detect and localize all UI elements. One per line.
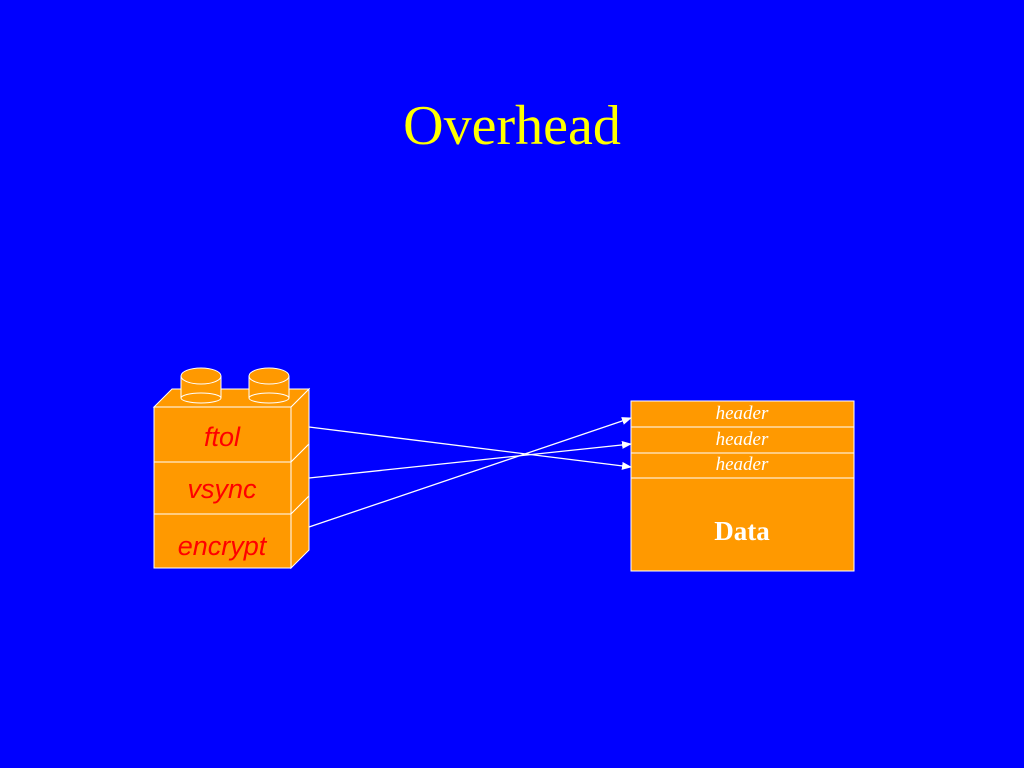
- layer-encrypt-label: encrypt: [178, 531, 268, 561]
- packet-header-1-label: header: [716, 403, 769, 424]
- packet-data-label: Data: [714, 516, 770, 546]
- stack-stud: [181, 368, 221, 403]
- protocol-stack: ftol vsync encrypt: [154, 368, 309, 568]
- layer-vsync-label: vsync: [187, 474, 257, 504]
- stack-stud: [249, 368, 289, 403]
- layer-ftol-label: ftol: [204, 422, 241, 452]
- packet-header-3-label: header: [716, 454, 769, 475]
- packet: header header header Data: [631, 401, 854, 571]
- arrows: [309, 418, 631, 527]
- packet-header-2-label: header: [716, 429, 769, 450]
